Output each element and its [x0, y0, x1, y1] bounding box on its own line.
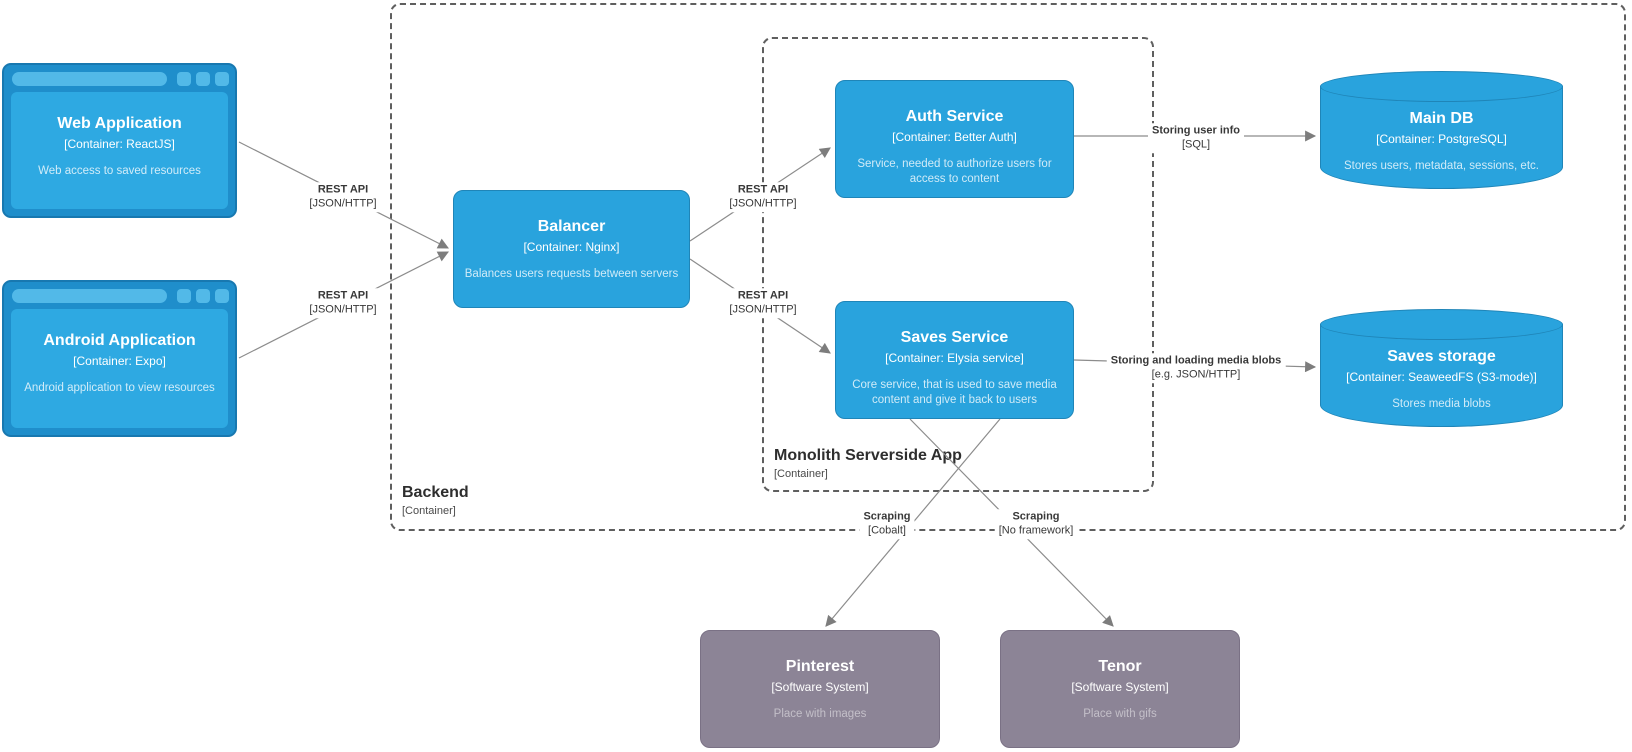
main-db-node[interactable]: Main DB [Container: PostgreSQL] Stores u… — [1320, 71, 1563, 189]
edge-label-tech: [Cobalt] — [868, 524, 906, 536]
window-button-icon — [215, 72, 229, 86]
edge-label-balancer-to-auth: REST API [JSON/HTTP] — [725, 182, 801, 212]
tenor-title: Tenor — [1098, 658, 1142, 675]
auth-service-subtitle: [Container: Better Auth] — [892, 130, 1017, 145]
saves-service-description: Core service, that is used to save media… — [852, 379, 1057, 407]
edge-label-text: REST API — [317, 183, 369, 196]
backend-boundary-title: Backend — [402, 484, 469, 501]
edge-label-text: Storing and loading media blobs — [1110, 354, 1282, 367]
edge-label-auth-to-maindb: Storing user info [SQL] — [1148, 123, 1244, 153]
cylinder-body — [1320, 86, 1563, 189]
tenor-subtitle: [Software System] — [1071, 680, 1169, 695]
window-button-icon — [196, 72, 210, 86]
edge-label-tech: [JSON/HTTP] — [309, 303, 377, 315]
edge-label-android-to-balancer: REST API [JSON/HTTP] — [305, 288, 381, 318]
balancer-subtitle: [Container: Nginx] — [523, 240, 620, 255]
balancer-node[interactable]: Balancer [Container: Nginx] Balances use… — [453, 190, 690, 308]
window-button-icon — [196, 289, 210, 303]
pinterest-title: Pinterest — [785, 658, 855, 675]
window-button-icon — [177, 289, 191, 303]
cylinder-top — [1320, 309, 1563, 340]
saves-storage-description: Stores media blobs — [1392, 398, 1491, 411]
edge-label-balancer-to-saves: REST API [JSON/HTTP] — [725, 288, 801, 318]
backend-boundary-subtitle: [Container] — [402, 505, 456, 517]
pinterest-subtitle: [Software System] — [771, 680, 869, 695]
browser-topbar — [4, 282, 235, 308]
saves-service-title: Saves Service — [900, 329, 1009, 346]
balancer-title: Balancer — [537, 218, 606, 235]
main-db-description: Stores users, metadata, sessions, etc. — [1344, 160, 1539, 173]
edge-label-tech: [No framework] — [998, 524, 1074, 536]
edge-label-saves-to-pinterest: Scraping [Cobalt] — [859, 509, 915, 539]
saves-service-subtitle: [Container: Elysia service] — [885, 351, 1024, 366]
web-application-title: Web Application — [57, 115, 182, 132]
saves-storage-node[interactable]: Saves storage [Container: SeaweedFS (S3-… — [1320, 309, 1563, 427]
monolith-boundary-title: Monolith Serverside App — [774, 447, 962, 464]
balancer-description: Balances users requests between servers — [464, 268, 679, 281]
pinterest-description: Place with images — [773, 708, 867, 721]
edge-label-saves-to-tenor: Scraping [No framework] — [994, 509, 1078, 539]
address-bar — [12, 289, 167, 303]
browser-panel: Android Application [Container: Expo] An… — [11, 309, 228, 428]
edge-label-text: REST API — [317, 289, 369, 302]
android-application-title: Android Application — [43, 332, 196, 349]
monolith-boundary-label: Monolith Serverside App [Container] — [774, 447, 962, 480]
edge-label-web-to-balancer: REST API [JSON/HTTP] — [305, 182, 381, 212]
android-application-subtitle: [Container: Expo] — [73, 354, 166, 369]
main-db-title: Main DB — [1409, 110, 1474, 127]
edge-label-tech: [JSON/HTTP] — [729, 303, 797, 315]
saves-storage-subtitle: [Container: SeaweedFS (S3-mode)] — [1346, 370, 1537, 385]
monolith-boundary-subtitle: [Container] — [774, 468, 828, 480]
cylinder-top — [1320, 71, 1563, 102]
android-application-node[interactable]: Android Application [Container: Expo] An… — [2, 280, 237, 437]
web-application-description: Web access to saved resources — [38, 165, 201, 178]
edge-label-tech: [JSON/HTTP] — [309, 197, 377, 209]
address-bar — [12, 72, 167, 86]
browser-panel: Web Application [Container: ReactJS] Web… — [11, 92, 228, 209]
edge-label-text: Storing user info — [1152, 124, 1240, 137]
saves-storage-title: Saves storage — [1387, 348, 1496, 365]
edge-label-text: REST API — [737, 289, 789, 302]
edge-label-text: REST API — [737, 183, 789, 196]
edge-label-tech: [e.g. JSON/HTTP] — [1151, 368, 1241, 380]
auth-service-node[interactable]: Auth Service [Container: Better Auth] Se… — [835, 80, 1074, 198]
web-application-subtitle: [Container: ReactJS] — [64, 137, 175, 152]
android-application-description: Android application to view resources — [24, 382, 215, 395]
cylinder-body — [1320, 324, 1563, 427]
tenor-node[interactable]: Tenor [Software System] Place with gifs — [1000, 630, 1240, 748]
auth-service-title: Auth Service — [905, 108, 1004, 125]
edge-label-tech: [SQL] — [1181, 138, 1211, 150]
pinterest-node[interactable]: Pinterest [Software System] Place with i… — [700, 630, 940, 748]
edge-label-text: Scraping — [1012, 510, 1060, 523]
edge-label-saves-to-storage: Storing and loading media blobs [e.g. JS… — [1106, 353, 1286, 383]
auth-service-description: Service, needed to authorize users for a… — [857, 158, 1052, 186]
tenor-description: Place with gifs — [1083, 708, 1157, 721]
window-button-icon — [177, 72, 191, 86]
backend-boundary-label: Backend [Container] — [402, 484, 469, 517]
edge-label-tech: [JSON/HTTP] — [729, 197, 797, 209]
web-application-node[interactable]: Web Application [Container: ReactJS] Web… — [2, 63, 237, 218]
saves-service-node[interactable]: Saves Service [Container: Elysia service… — [835, 301, 1074, 419]
browser-topbar — [4, 65, 235, 91]
edge-label-text: Scraping — [863, 510, 911, 523]
window-button-icon — [215, 289, 229, 303]
monolith-boundary: Monolith Serverside App [Container] — [762, 37, 1154, 492]
main-db-subtitle: [Container: PostgreSQL] — [1376, 132, 1507, 147]
